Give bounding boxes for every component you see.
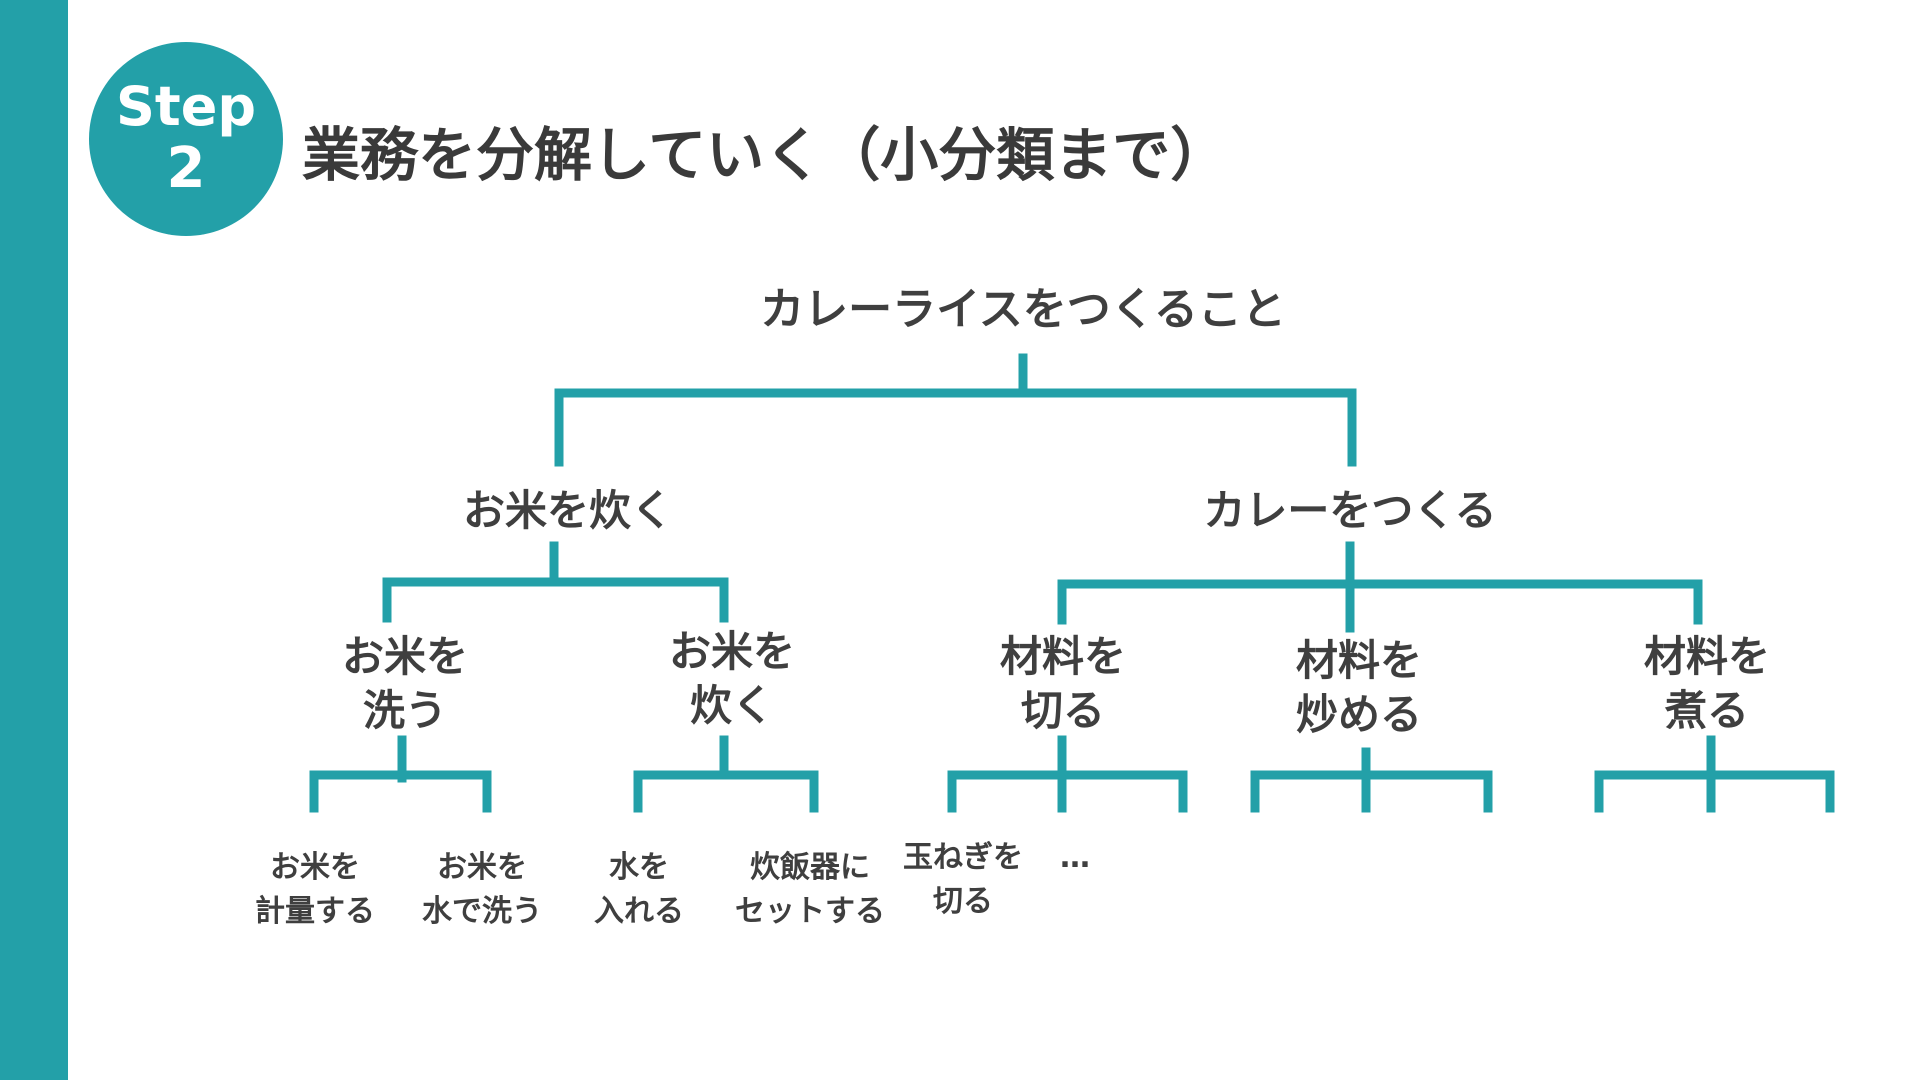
leaf-measure-rice: お米を 計量する <box>255 850 375 929</box>
node-cut-ingredients: 材料を 切る <box>999 632 1127 735</box>
leaf-cut-onion: 玉ねぎを 切る <box>903 840 1023 919</box>
node-cook-rice-sub: お米を 炊く <box>668 627 796 730</box>
leaf-wash-rice-water: お米を 水で洗う <box>422 850 542 929</box>
leaf-ellipsis: … <box>1060 840 1090 875</box>
node-wash-rice: お米を 洗う <box>341 632 469 735</box>
node-fry-ingredients: 材料を 炒める <box>1295 636 1423 739</box>
slide-title: 業務を分解していく（小分類まで） <box>302 121 1229 189</box>
step-badge: Step 2 <box>89 42 283 236</box>
node-simmer-ingredients: 材料を 煮る <box>1643 632 1771 735</box>
leaf-set-rice-cooker: 炊飯器に セットする <box>735 850 885 929</box>
step-label: Step <box>116 75 256 139</box>
node-make-curry: カレーをつくる <box>1203 486 1497 535</box>
tree-root-node: カレーライスをつくること <box>760 284 1286 335</box>
step-number: 2 <box>166 135 206 201</box>
leaf-add-water: 水を 入れる <box>594 850 684 929</box>
node-cook-rice: お米を炊く <box>462 486 674 535</box>
accent-side-bar <box>0 0 68 1080</box>
